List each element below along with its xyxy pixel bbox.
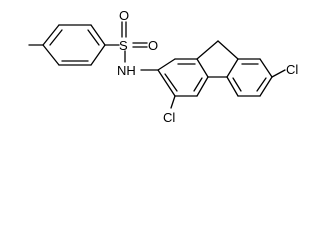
chloro-right-atom-label: Cl bbox=[286, 62, 298, 77]
nh-atom-label: NH bbox=[117, 63, 136, 78]
chloro-left-bond bbox=[170, 95, 176, 109]
fluorene-left-ring bbox=[157, 58, 209, 97]
fluorene-methylene-bridge bbox=[196, 40, 239, 60]
tolyl-ring bbox=[42, 24, 106, 66]
oxygen-right-atom-label: O bbox=[148, 38, 158, 53]
chloro-right-bond bbox=[271, 69, 286, 78]
sulfonyl-oxygen-right-bond bbox=[132, 42, 148, 48]
structure-canvas: S O O NH Cl Cl bbox=[28, 8, 299, 125]
sulfur-atom-label: S bbox=[119, 38, 128, 53]
chemical-structure-diagram: S O O NH Cl Cl bbox=[28, 8, 298, 125]
oxygen-top-atom-label: O bbox=[119, 8, 129, 23]
fluorene-right-ring bbox=[226, 58, 273, 97]
sulfonyl-oxygen-top-bond bbox=[121, 21, 127, 38]
chloro-left-atom-label: Cl bbox=[163, 110, 175, 125]
